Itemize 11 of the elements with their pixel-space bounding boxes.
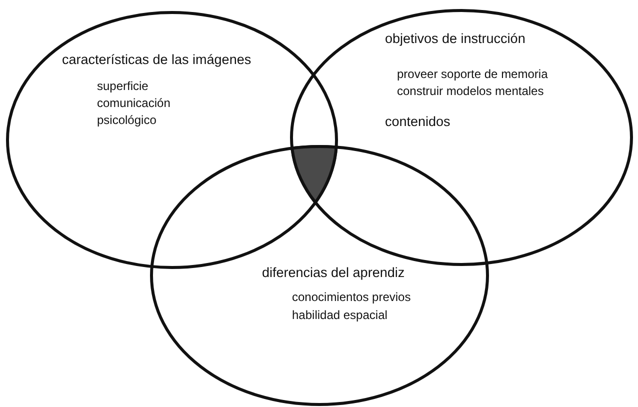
set-item: psicológico xyxy=(97,113,156,128)
set-item: construir modelos mentales xyxy=(397,84,544,98)
set-item: superficie xyxy=(97,79,148,94)
set-heading: diferencias del aprendiz xyxy=(262,265,405,282)
set-item: habilidad espacial xyxy=(292,308,388,322)
overlap-label: contenidos xyxy=(385,114,450,130)
set-item: proveer soporte de memoria xyxy=(397,67,548,82)
set-heading: objetivos de instrucción xyxy=(385,31,526,48)
set-item: conocimientos previos xyxy=(292,290,411,304)
set-heading: características de las imágenes xyxy=(62,52,252,68)
set-item: comunicación xyxy=(97,96,170,110)
